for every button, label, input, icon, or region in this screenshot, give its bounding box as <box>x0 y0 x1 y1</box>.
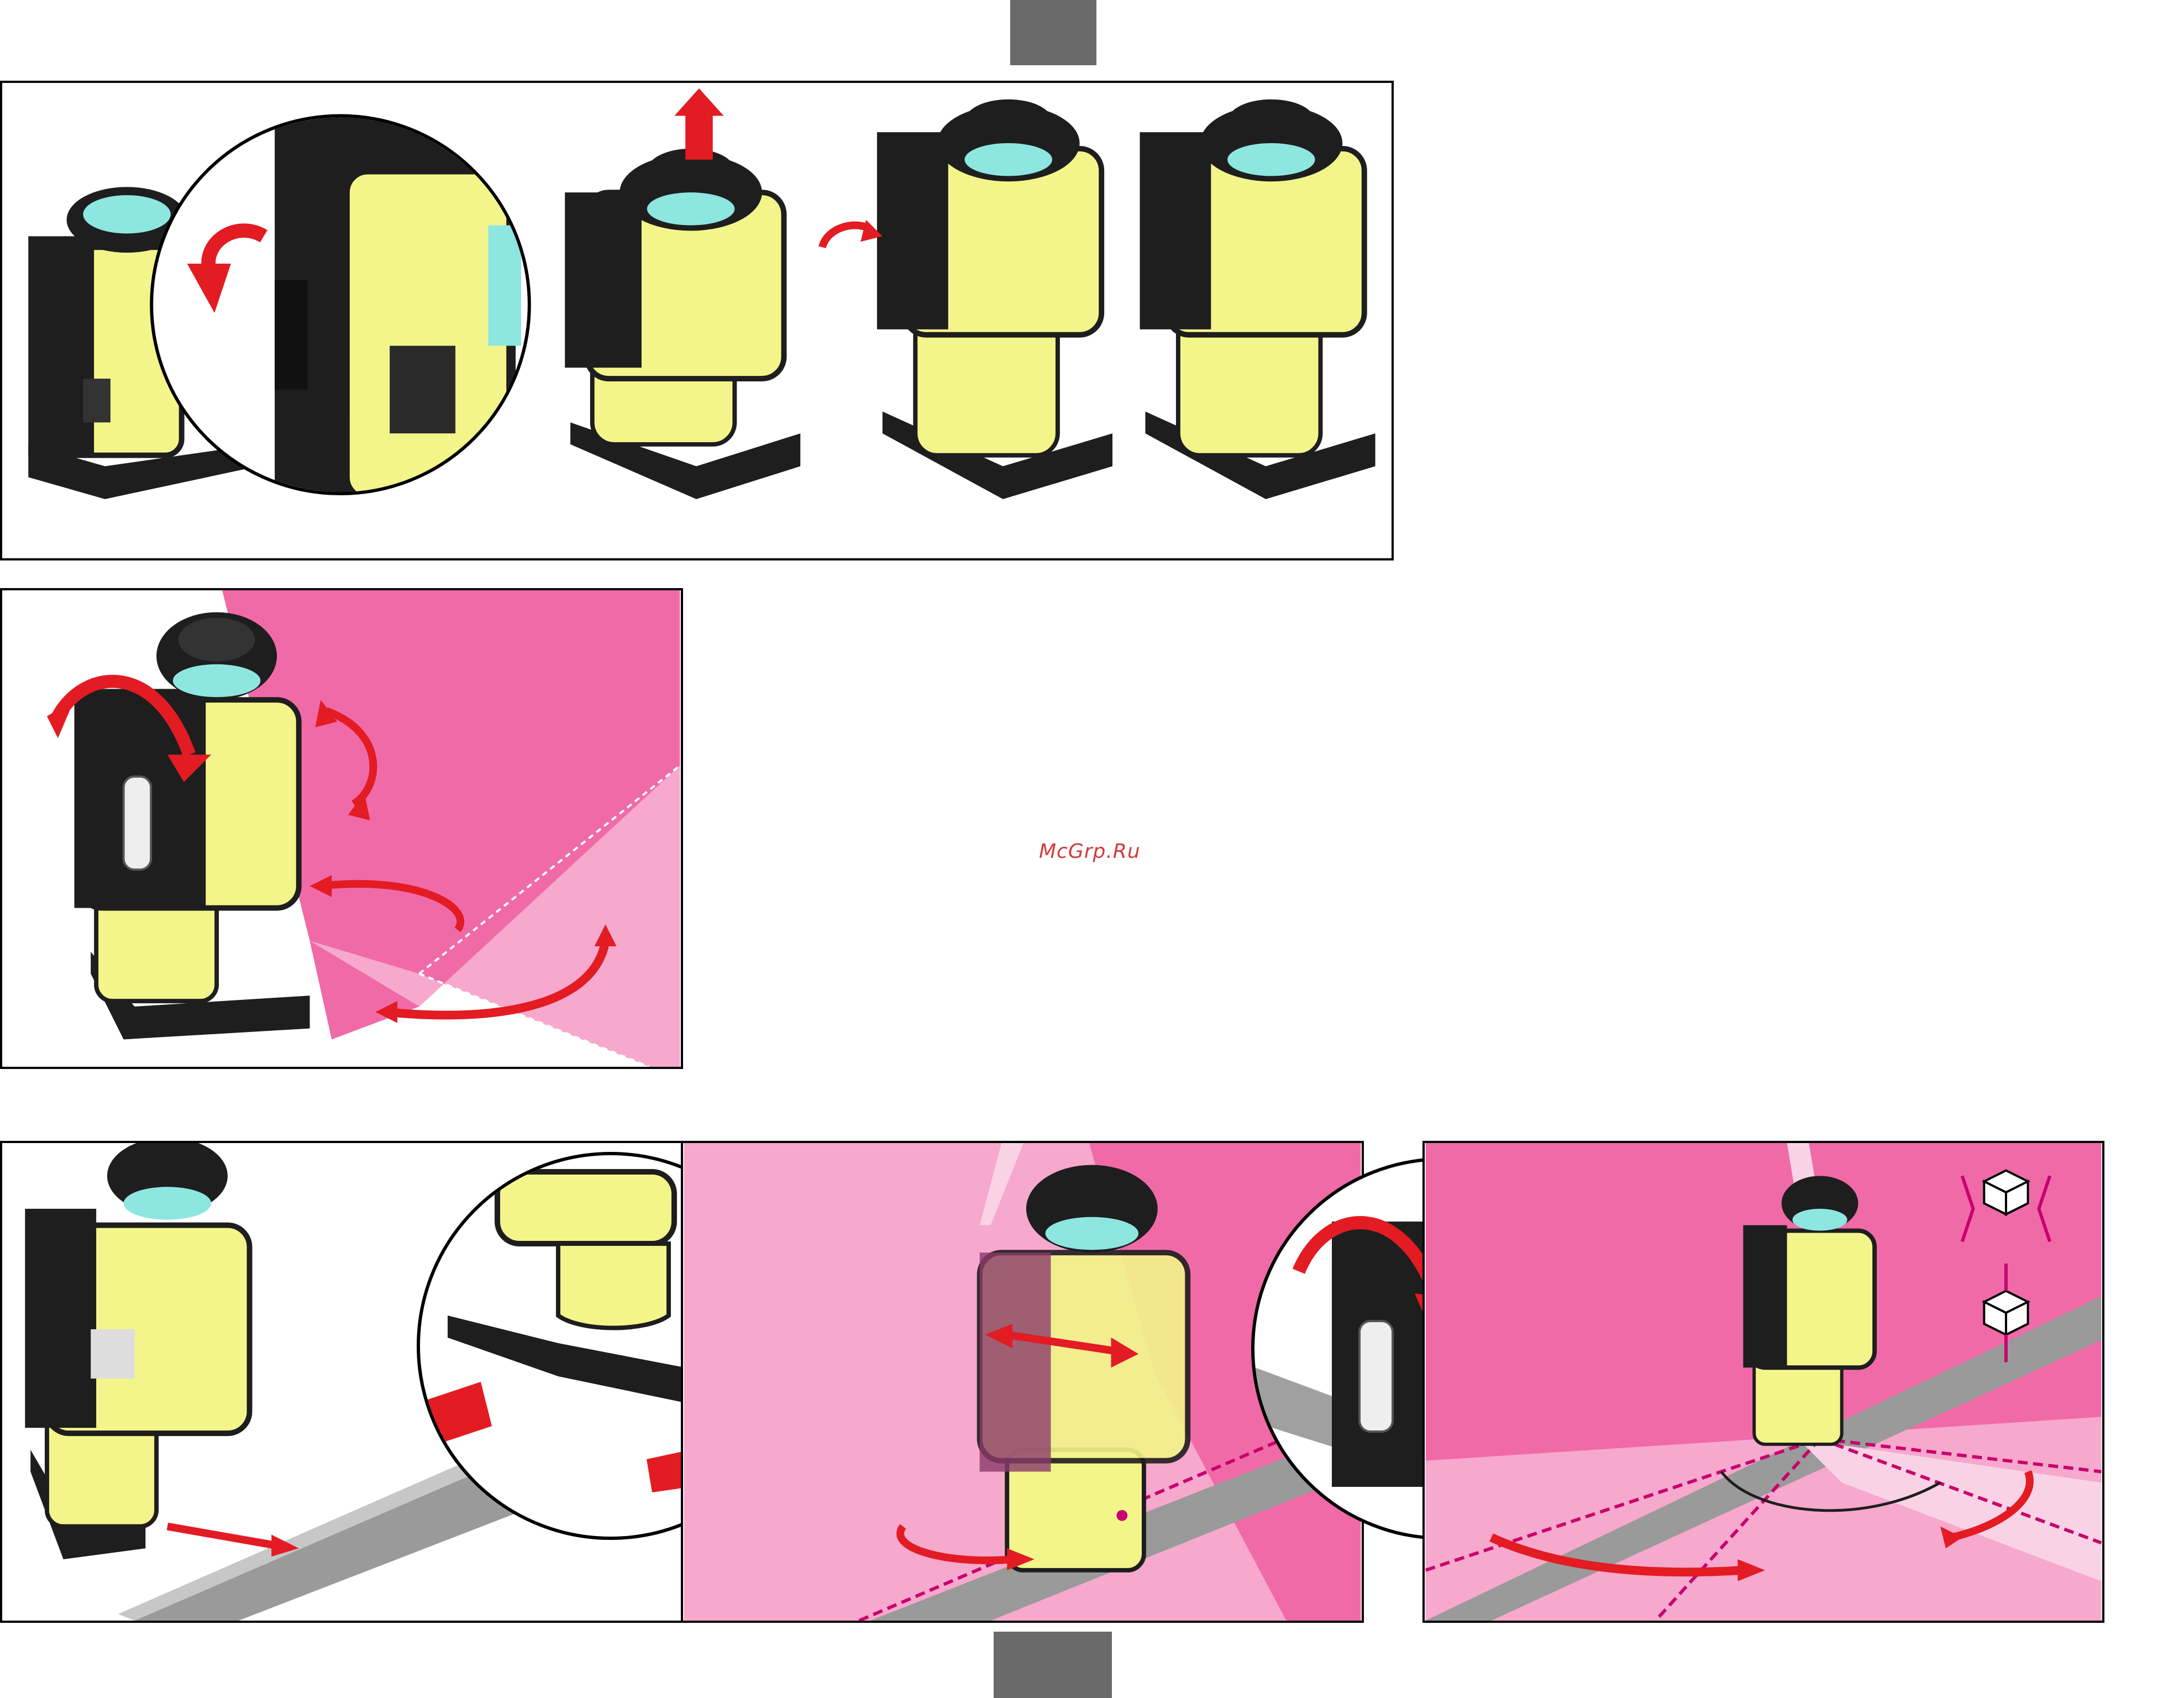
laser-level-rotation-figure <box>2 590 681 1067</box>
page-tab-top <box>1010 0 1096 65</box>
laser-level-floor-alignment-figure <box>1425 1143 2102 1621</box>
laser-level-battery-steps-figure <box>2 83 1392 558</box>
laser-level-device-3 <box>822 99 1112 499</box>
page-tab-bottom <box>994 1632 1112 1698</box>
figure-panel-bottom-3 <box>1422 1141 2104 1623</box>
figure-panel-middle <box>0 588 683 1069</box>
watermark-text: McGrp.Ru <box>1039 840 1141 863</box>
laser-level-device-4 <box>1140 99 1376 499</box>
laser-level-device-6 <box>25 1143 249 1559</box>
laser-level-device-2 <box>565 88 800 499</box>
figure-panel-top <box>0 81 1394 560</box>
